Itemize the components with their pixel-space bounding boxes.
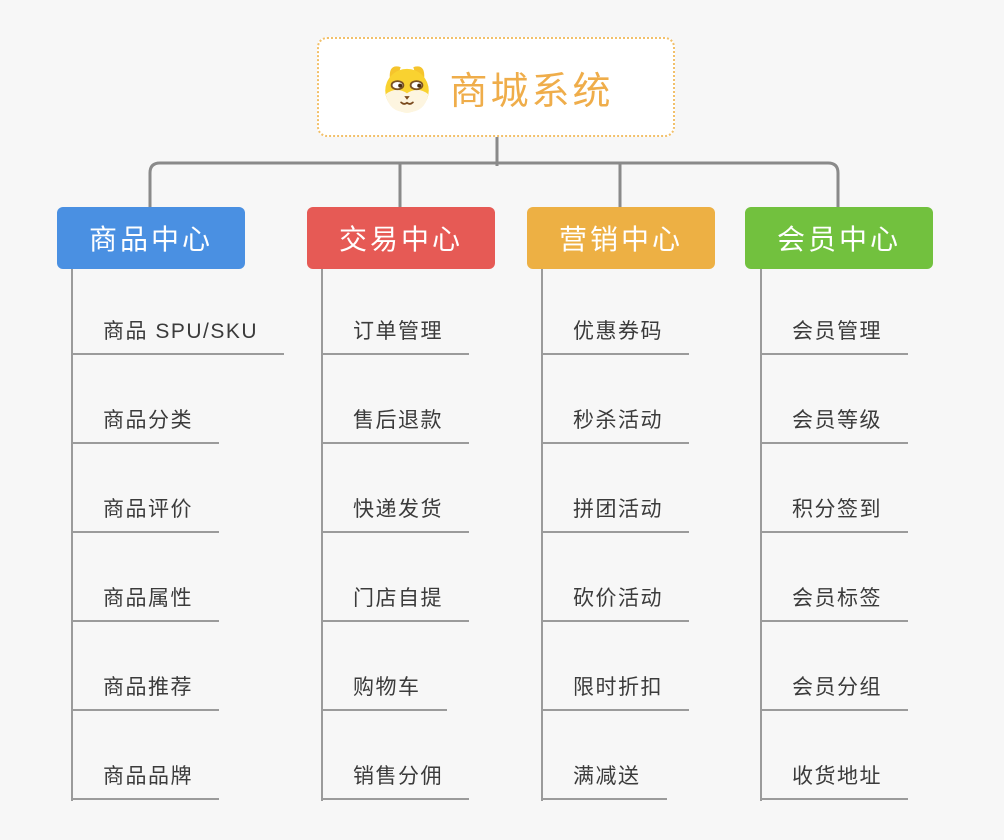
branch-header-product-center[interactable]: 商品中心 bbox=[57, 207, 245, 269]
branch-label: 会员中心 bbox=[776, 224, 901, 255]
leaf-item-points-checkin[interactable]: 积分签到 bbox=[760, 495, 908, 533]
branch-label: 营销中心 bbox=[558, 224, 683, 255]
trunk-line-product bbox=[71, 269, 73, 801]
leaf-item-spend-save[interactable]: 满减送 bbox=[541, 762, 667, 800]
leaf-item-limited-time-discount[interactable]: 限时折扣 bbox=[541, 673, 689, 711]
leaf-item-bargain-activity[interactable]: 砍价活动 bbox=[541, 584, 689, 622]
leaf-item-shopping-cart[interactable]: 购物车 bbox=[321, 673, 447, 711]
leaf-item-member-tag[interactable]: 会员标签 bbox=[760, 584, 908, 622]
leaf-item-flash-sale[interactable]: 秒杀活动 bbox=[541, 406, 689, 444]
leaf-item-express-shipping[interactable]: 快递发货 bbox=[321, 495, 469, 533]
leaf-item-product-brand[interactable]: 商品品牌 bbox=[71, 762, 219, 800]
leaf-item-member-level[interactable]: 会员等级 bbox=[760, 406, 908, 444]
leaf-item-product-attribute[interactable]: 商品属性 bbox=[71, 584, 219, 622]
root-node[interactable]: 商城系统 bbox=[317, 37, 675, 137]
branch-label: 交易中心 bbox=[338, 224, 463, 255]
leaf-item-order-management[interactable]: 订单管理 bbox=[321, 317, 469, 355]
leaf-item-product-recommend[interactable]: 商品推荐 bbox=[71, 673, 219, 711]
leaf-item-group-buy[interactable]: 拼团活动 bbox=[541, 495, 689, 533]
trunk-line-marketing bbox=[541, 269, 543, 801]
shiba-dog-icon bbox=[385, 66, 430, 113]
leaf-item-member-management[interactable]: 会员管理 bbox=[760, 317, 908, 355]
trunk-line-member bbox=[760, 269, 762, 801]
leaf-item-product-review[interactable]: 商品评价 bbox=[71, 495, 219, 533]
branch-header-marketing-center[interactable]: 营销中心 bbox=[527, 207, 715, 269]
leaf-item-sales-commission[interactable]: 销售分佣 bbox=[321, 762, 469, 800]
leaf-item-member-group[interactable]: 会员分组 bbox=[760, 673, 908, 711]
leaf-item-shipping-address[interactable]: 收货地址 bbox=[760, 762, 908, 800]
leaf-item-coupon-code[interactable]: 优惠券码 bbox=[541, 317, 689, 355]
leaf-item-product-category[interactable]: 商品分类 bbox=[71, 406, 219, 444]
trunk-line-trade bbox=[321, 269, 323, 801]
root-node-title: 商城系统 bbox=[449, 70, 614, 113]
leaf-item-aftersale-refund[interactable]: 售后退款 bbox=[321, 406, 469, 444]
branch-label: 商品中心 bbox=[88, 224, 213, 255]
branch-header-member-center[interactable]: 会员中心 bbox=[745, 207, 933, 269]
leaf-item-store-pickup[interactable]: 门店自提 bbox=[321, 584, 469, 622]
leaf-item-product-spu-sku[interactable]: 商品 SPU/SKU bbox=[71, 317, 285, 355]
branch-header-trade-center[interactable]: 交易中心 bbox=[307, 207, 495, 269]
